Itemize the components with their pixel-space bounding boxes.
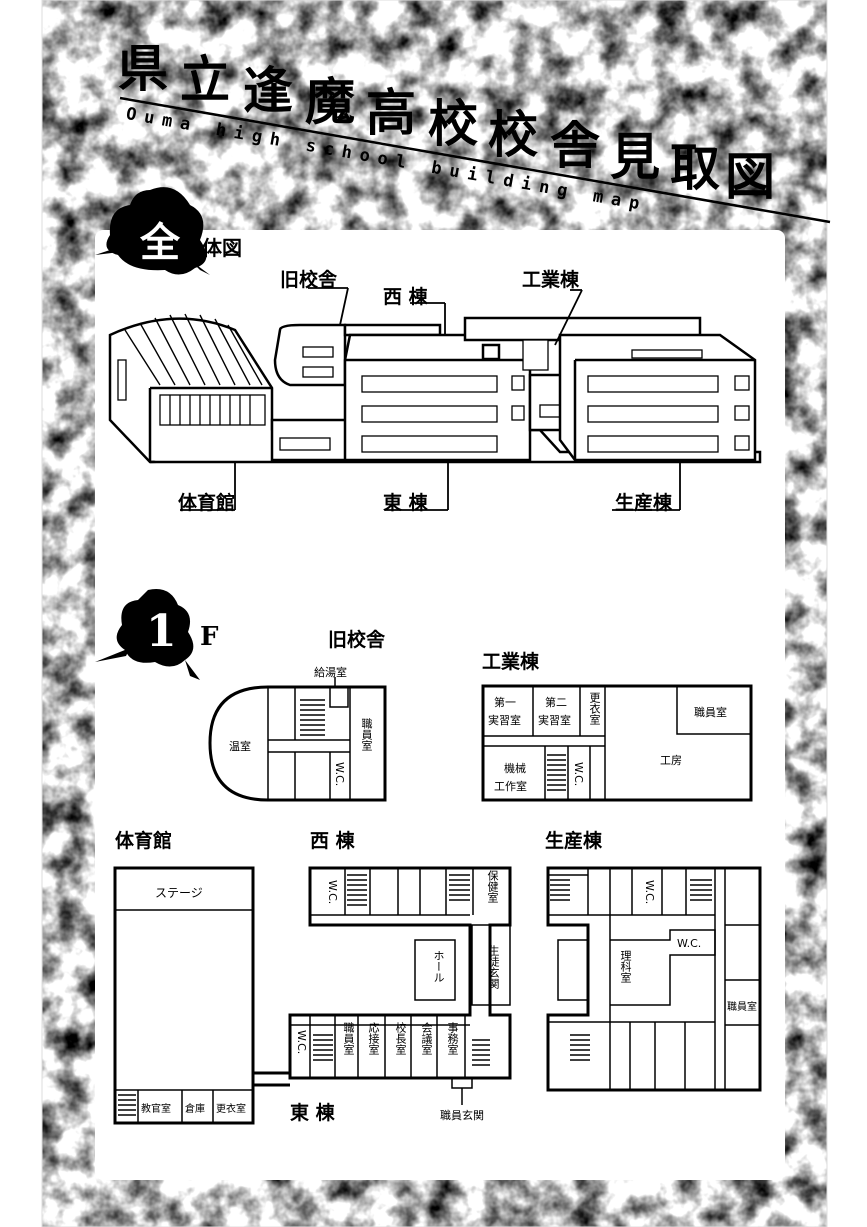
label-gym: 体育館	[178, 492, 236, 514]
room-meeting: 会議室	[420, 1022, 433, 1055]
label-1f-industrial: 工業棟	[482, 651, 540, 673]
room-staff-entrance: 職員玄関	[440, 1109, 484, 1122]
floor1-mark: 1	[146, 606, 177, 657]
title-char: 校	[428, 94, 478, 153]
label-1f-west: 西 棟	[310, 830, 355, 852]
room-student-entrance: 生徒玄関	[487, 945, 500, 989]
label-west-wing: 西 棟	[383, 286, 428, 308]
room-locker-ind: 更衣室	[588, 692, 601, 725]
ink-splat-1f	[95, 589, 200, 680]
title-char: 立	[180, 50, 230, 109]
title-char: 逢	[243, 61, 293, 120]
room-onshitsu: 温室	[229, 740, 251, 753]
room-reception: 応接室	[367, 1022, 380, 1055]
label-1f-production: 生産棟	[545, 830, 603, 852]
room-lab2-b: 実習室	[538, 714, 571, 727]
room-staff-ind: 職員室	[694, 706, 727, 719]
title-char: 魔	[305, 72, 355, 131]
room-office: 事務室	[446, 1022, 459, 1055]
label-old-school: 旧校舎	[280, 269, 338, 291]
floorplan-west-east	[288, 866, 512, 1089]
floor1-heading: F	[200, 622, 219, 652]
room-staff-east: 職員室	[342, 1022, 355, 1055]
room-principal: 校長室	[394, 1022, 407, 1055]
label-industrial: 工業棟	[522, 269, 580, 291]
overview-leaders	[180, 287, 681, 511]
room-storage: 倉庫	[185, 1104, 205, 1115]
floorplan-gym	[113, 866, 255, 1125]
room-wc-west: W.C.	[326, 880, 339, 905]
room-locker-gym: 更衣室	[216, 1104, 246, 1115]
title-char: 見	[610, 127, 660, 186]
title-char: 舎	[550, 116, 600, 175]
title-char: 図	[725, 147, 775, 206]
title-char: 校	[488, 105, 538, 164]
room-kyutoushitsu: 給湯室	[314, 666, 347, 679]
title-char: 取	[670, 138, 720, 197]
room-wc-ind: W.C.	[572, 762, 585, 787]
title-char: 高	[366, 83, 416, 142]
label-1f-east: 東 棟	[290, 1102, 335, 1124]
room-wc-old: W.C.	[333, 762, 346, 787]
room-wc-prod-2: W.C.	[677, 937, 702, 950]
room-hall: ホール	[432, 950, 445, 983]
room-workshop: 工房	[660, 754, 682, 767]
floorplan-old-school	[208, 677, 387, 802]
label-east-wing: 東 棟	[383, 492, 428, 514]
ink-splat-overview	[95, 187, 210, 275]
room-staff-prod: 職員室	[727, 1002, 757, 1013]
title-underline	[119, 96, 831, 224]
room-wc-prod: W.C.	[643, 880, 656, 905]
label-1f-old-school: 旧校舎	[328, 629, 386, 651]
room-science: 理科室	[619, 950, 632, 983]
room-machine-b: 工作室	[494, 780, 527, 793]
room-stage: ステージ	[155, 886, 203, 900]
overview-heading: 体図	[202, 236, 242, 260]
room-lab1-b: 実習室	[488, 714, 521, 727]
room-lab2-a: 第二	[545, 696, 567, 709]
floorplan-production	[546, 866, 762, 1092]
label-production: 生産棟	[615, 492, 673, 514]
room-machine-a: 機械	[504, 762, 526, 775]
overview-drawing	[108, 313, 762, 464]
room-staff-old: 職員室	[360, 718, 373, 751]
room-instructor: 教官室	[141, 1104, 171, 1115]
corridor-gym-east	[253, 1071, 290, 1087]
title-char: 県	[118, 39, 168, 98]
label-1f-gym: 体育館	[115, 830, 173, 852]
overview-mark: 全	[140, 219, 180, 266]
floorplan-industrial	[481, 684, 753, 802]
room-wc-east: W.C.	[295, 1030, 308, 1055]
room-lab1-a: 第一	[494, 696, 516, 709]
room-infirmary: 保健室	[486, 870, 499, 903]
